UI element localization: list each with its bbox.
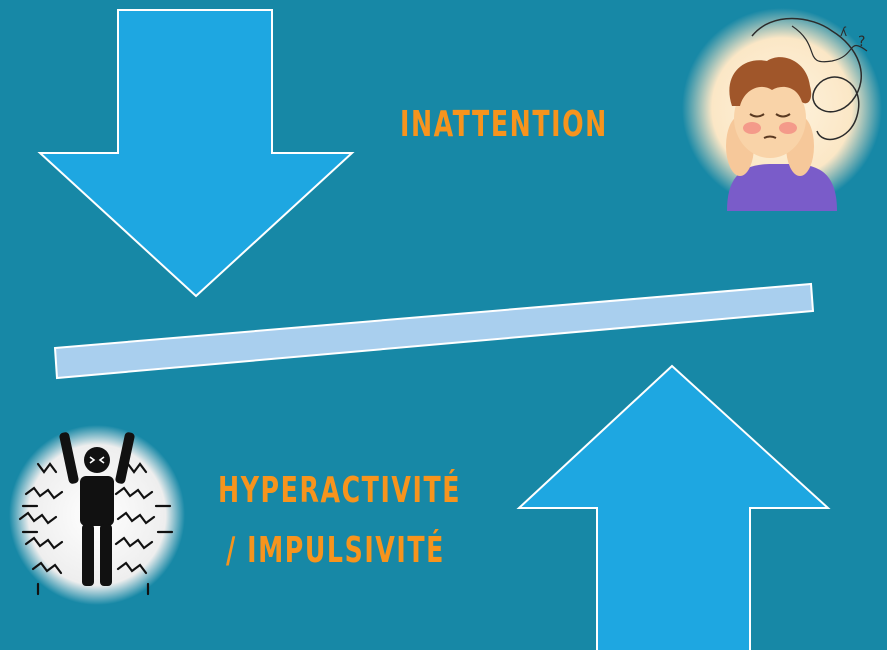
distracted-child-icon: ? ʎ <box>682 6 882 211</box>
inattention-label: INATTENTION <box>400 104 608 145</box>
svg-text:?: ? <box>858 34 865 50</box>
up-arrow-icon <box>516 364 831 650</box>
down-arrow-icon <box>37 9 355 298</box>
balance-beam <box>53 282 815 380</box>
svg-text:ʎ: ʎ <box>840 25 847 39</box>
hyperactivity-label: HYPERACTIVITÉ <box>218 470 462 511</box>
agitated-person-icon <box>8 424 186 606</box>
impulsivity-label: / IMPULSIVITÉ <box>226 530 445 571</box>
